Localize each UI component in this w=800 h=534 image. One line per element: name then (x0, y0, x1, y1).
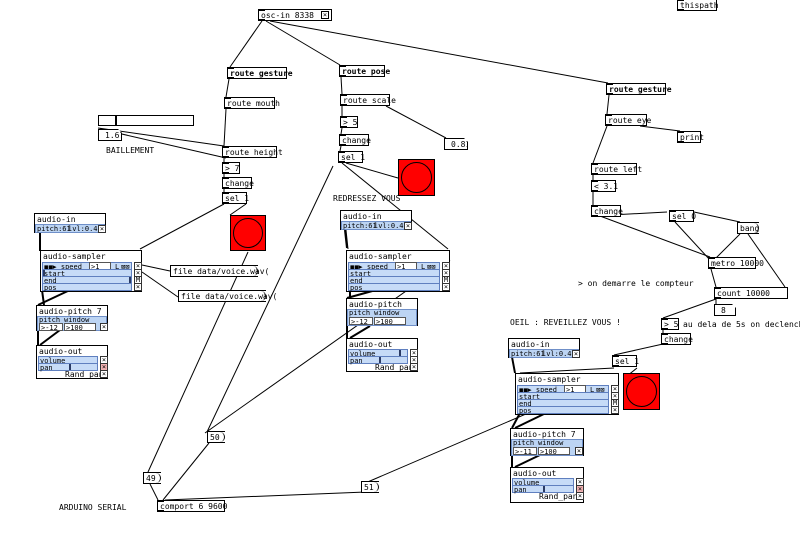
route-eye-object[interactable]: route eye (605, 114, 651, 126)
audio-out-panel-1: audio-out volume pan Rand_pan × × × (36, 345, 108, 379)
audio-sampler-panel-3: audio-sampler ◼◼▶ speed >1 L ⊠⊠ start en… (515, 373, 619, 415)
route-scale-object[interactable]: route scale (340, 94, 396, 106)
play-icon-2[interactable]: ◼◼▶ (350, 263, 363, 271)
osc-in-object[interactable]: osc-in 8338 × (258, 9, 332, 21)
play-icon-3[interactable]: ◼◼▶ (519, 386, 532, 394)
pitch-field-3[interactable]: >-11 (513, 447, 537, 456)
window-field[interactable]: >100 (64, 323, 96, 332)
count-number-box[interactable]: 8 (714, 304, 736, 316)
route-left-object[interactable]: route left (591, 163, 642, 175)
thispath-object[interactable]: thispath (677, 0, 719, 11)
mouth-slider[interactable] (98, 115, 194, 126)
audio-in-level: lvl:0.41 (68, 225, 102, 233)
audio-in-toggle[interactable]: × (98, 225, 106, 233)
pitch-field[interactable]: >-12 (39, 323, 63, 332)
redressez-comment: REDRESSEZ VOUS (333, 194, 401, 203)
pitch-toggle[interactable]: × (100, 323, 108, 331)
audio-in-panel-1: audio-in pitch:61 lvl:0.41 × (34, 213, 106, 233)
sampler-close-icon-2[interactable]: ⊠⊠ (427, 263, 436, 271)
pitch-label: pitch (39, 316, 61, 324)
sel-0-object[interactable]: sel 0 (669, 210, 696, 222)
audio-pitch-panel-3: audio-pitch 7 pitch window >-11 >100 × (510, 428, 584, 456)
rand-pan-label: Rand_pan (65, 370, 104, 379)
window-field-3[interactable]: >100 (538, 447, 570, 456)
baillement-comment: BAILLEMENT (106, 146, 155, 155)
sel-1-object-3[interactable]: sel 1 (612, 355, 639, 367)
audio-pitch-panel-1: audio-pitch 7 pitch window >-12 >100 × (36, 305, 108, 332)
dela-comment: au dela de 5s on declenche (683, 320, 800, 329)
change-object-2[interactable]: change (339, 134, 371, 146)
audio-in-level-2: lvl:0.40 (374, 222, 408, 230)
gt-5-object-1[interactable]: > 5 (340, 116, 358, 128)
bang-button-3[interactable] (623, 373, 660, 410)
oeil-comment: OEIL : REVEILLEZ VOUS ! (510, 318, 621, 327)
audio-sampler-panel-2: audio-sampler ◼◼▶ speed >1 L ⊠⊠ start en… (346, 250, 450, 292)
print-object[interactable]: print (677, 131, 704, 143)
lt-3-1-object[interactable]: < 3.1 (591, 180, 618, 192)
audio-in-panel-2: audio-in pitch:61 lvl:0.40 × (340, 210, 412, 230)
sampler-close-icon[interactable]: ⊠⊠ (121, 263, 130, 271)
window-label: window (64, 316, 90, 324)
route-pose-object[interactable]: route pose (339, 65, 390, 77)
sel-1-object-2[interactable]: sel 1 (338, 151, 365, 163)
file-voice-message-1[interactable]: file data/voice.wav( (170, 265, 269, 277)
gt-7-object[interactable]: > 7 (222, 162, 240, 174)
file-voice-message-2[interactable]: file data/voice.wav( (178, 290, 277, 302)
gt-5-object-2[interactable]: > 5 (661, 318, 679, 330)
audio-in-pitch-3: pitch:61 (511, 350, 545, 358)
sampler-toggle-4[interactable]: × (134, 283, 142, 291)
bang-message[interactable]: bang (737, 222, 759, 234)
message-51[interactable]: 51 (361, 481, 379, 493)
loop-toggle[interactable]: L (115, 263, 120, 271)
audio-sampler-title: audio-sampler (43, 252, 106, 261)
metro-object[interactable]: metro 10000 (708, 257, 764, 269)
scale-number-box[interactable]: 0.810 (444, 138, 468, 150)
change-object-4[interactable]: change (661, 333, 693, 345)
bang-button-1[interactable] (230, 215, 266, 251)
message-50[interactable]: 50 (207, 431, 225, 443)
arduino-comment: ARDUINO SERIAL (59, 503, 127, 512)
osc-in-toggle[interactable]: × (321, 11, 329, 19)
comport-object[interactable]: comport 6 9600 (157, 500, 227, 512)
message-49[interactable]: 49 (143, 472, 161, 484)
window-field-2[interactable]: >100 (374, 317, 406, 326)
audio-in-pitch-2: pitch:61 (343, 222, 377, 230)
sel-1-object-1[interactable]: sel 1 (222, 192, 249, 204)
audio-sampler-panel-1: audio-sampler ◼◼▶ speed >1 L ⊠⊠ start en… (40, 250, 142, 292)
audio-out-panel-2: audio-out volume pan Rand_pan × × × (346, 338, 418, 372)
change-object-3[interactable]: change (591, 205, 623, 217)
route-gesture-object[interactable]: route gesture (227, 67, 293, 79)
audio-in-toggle-2[interactable]: × (404, 222, 412, 230)
bang-button-2[interactable] (398, 159, 435, 196)
play-icon[interactable]: ◼◼▶ (44, 263, 57, 271)
sampler-close-icon-3[interactable]: ⊠⊠ (596, 386, 605, 394)
mouth-slider-knob[interactable] (115, 116, 117, 125)
pitch-field-2[interactable]: >-12 (349, 317, 373, 326)
audio-in-level-3: lvl:0.41 (542, 350, 576, 358)
audio-out-panel-3: audio-out volume pan Rand_pan × × × (510, 467, 584, 503)
audio-pitch-panel-2: audio-pitch -12 pitch window >-12 >100 (346, 298, 418, 326)
audio-in-title: audio-in (37, 215, 76, 224)
route-gesture-object-2[interactable]: route gesture (606, 83, 672, 95)
audio-out-title: audio-out (39, 347, 83, 356)
change-object-1[interactable]: change (222, 177, 254, 189)
count-object[interactable]: count 10000 (714, 287, 788, 299)
route-mouth-object[interactable]: route mouth (224, 97, 280, 109)
speed-label: speed (60, 263, 82, 271)
demarre-comment: > on demarre le compteur (578, 279, 694, 288)
mouth-number-box[interactable]: 1.677 (98, 129, 122, 141)
sampler-pos-row[interactable]: pos (42, 283, 132, 292)
rand-pan-toggle[interactable]: × (100, 370, 108, 378)
audio-in-toggle-3[interactable]: × (572, 350, 580, 358)
audio-in-panel-3: audio-in pitch:61 lvl:0.41 × (508, 338, 580, 358)
route-height-object[interactable]: route height (222, 146, 283, 158)
audio-in-pitch: pitch:61 (37, 225, 71, 233)
pan-slider[interactable]: pan (38, 363, 98, 372)
audio-pitch-title: audio-pitch 7 (39, 307, 102, 316)
